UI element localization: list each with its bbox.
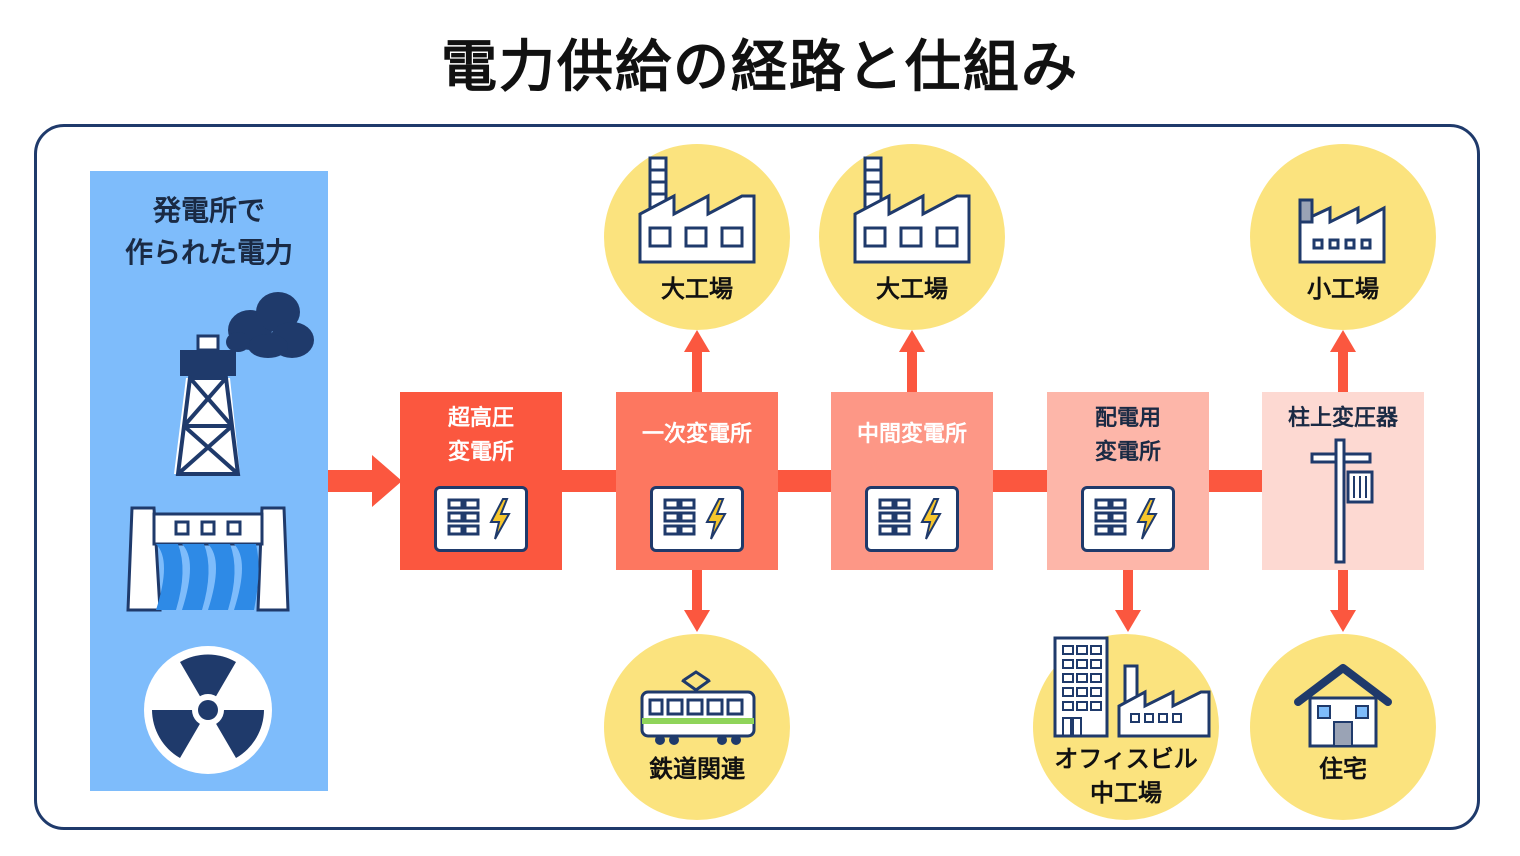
switchboard-icon (650, 486, 744, 552)
stage-label-line1: 超高圧 (447, 406, 514, 431)
consumer-label: 住宅 (1250, 752, 1436, 786)
consumer-large-factory-1: 大工場 (604, 144, 790, 330)
stage-pole-transformer: 柱上変圧器 (1262, 392, 1424, 570)
page-title: 電力供給の経路と仕組み (441, 35, 1079, 100)
arrow-pole-down-line (1338, 570, 1348, 612)
consumer-label-line1: オフィスビル (1054, 745, 1198, 773)
arrow-pole-up-head (1330, 330, 1356, 352)
consumer-large-factory-2: 大工場 (819, 144, 1005, 330)
consumer-label: 鉄道関連 (604, 752, 790, 786)
large-factory-icon (853, 156, 971, 264)
stage-label: 中間変電所 (831, 418, 993, 452)
switchboard-icon (865, 486, 959, 552)
consumer-small-factory: 小工場 (1250, 144, 1436, 330)
consumer-label: オフィスビル 中工場 (1033, 742, 1219, 810)
connector-2-3 (778, 470, 832, 492)
power-source-label: 発電所で 作られた電力 (90, 190, 328, 274)
house-icon (1294, 664, 1392, 748)
power-source-label-line2: 作られた電力 (124, 236, 293, 269)
main-flow-line (328, 470, 376, 492)
main-flow-arrowhead (372, 455, 402, 507)
utility-pole-icon (1310, 438, 1374, 564)
consumer-house: 住宅 (1250, 634, 1436, 820)
consumer-label: 大工場 (819, 272, 1005, 306)
switchboard-icon (434, 486, 528, 552)
arrow-pole-down-head (1330, 610, 1356, 632)
stage-ultra-high-voltage-substation: 超高圧 変電所 (400, 392, 562, 570)
arrow-intermediate-up-head (899, 330, 925, 352)
large-factory-icon (638, 156, 756, 264)
consumer-label: 大工場 (604, 272, 790, 306)
consumer-label-line1: 鉄道関連 (649, 755, 745, 783)
stage-distribution-substation: 配電用 変電所 (1047, 392, 1209, 570)
diagram-frame (34, 124, 1480, 830)
train-icon (640, 670, 756, 745)
stage-label-line1: 一次変電所 (641, 422, 752, 447)
consumer-railway: 鉄道関連 (604, 634, 790, 820)
arrow-primary-up-line (692, 350, 702, 392)
power-plant-tower-icon (174, 292, 314, 476)
consumer-office-mid-factory: オフィスビル 中工場 (1033, 634, 1219, 820)
connector-4-5 (1209, 470, 1263, 492)
consumer-label-line1: 住宅 (1319, 755, 1367, 783)
stage-label-line2: 変電所 (447, 440, 514, 465)
small-factory-icon (1298, 198, 1386, 264)
radiation-icon (144, 646, 272, 774)
stage-label: 一次変電所 (616, 418, 778, 452)
dam-icon (126, 506, 290, 612)
stage-label: 超高圧 変電所 (400, 402, 562, 470)
arrow-intermediate-up-line (907, 350, 917, 392)
connector-3-4 (993, 470, 1047, 492)
arrow-distribution-down-line (1123, 570, 1133, 612)
arrow-primary-down-head (684, 610, 710, 632)
stage-label: 柱上変圧器 (1262, 402, 1424, 436)
stage-label: 配電用 変電所 (1047, 402, 1209, 470)
consumer-label-line1: 大工場 (876, 275, 948, 303)
stage-intermediate-substation: 中間変電所 (831, 392, 993, 570)
arrow-pole-up-line (1338, 350, 1348, 392)
arrow-distribution-down-head (1115, 610, 1141, 632)
consumer-label-line1: 小工場 (1307, 275, 1379, 303)
stage-label-line1: 配電用 (1094, 406, 1161, 431)
consumer-label-line1: 大工場 (661, 275, 733, 303)
stage-label-line1: 柱上変圧器 (1287, 406, 1398, 431)
stage-label-line2: 変電所 (1094, 440, 1161, 465)
stage-primary-substation: 一次変電所 (616, 392, 778, 570)
office-building-icon (1053, 636, 1211, 738)
arrow-primary-down-line (692, 570, 702, 612)
connector-1-2 (562, 470, 616, 492)
power-source-label-line1: 発電所で (152, 194, 265, 227)
switchboard-icon (1081, 486, 1175, 552)
stage-label-line1: 中間変電所 (856, 422, 967, 447)
consumer-label: 小工場 (1250, 272, 1436, 306)
arrow-primary-up-head (684, 330, 710, 352)
consumer-label-line2: 中工場 (1090, 779, 1162, 807)
